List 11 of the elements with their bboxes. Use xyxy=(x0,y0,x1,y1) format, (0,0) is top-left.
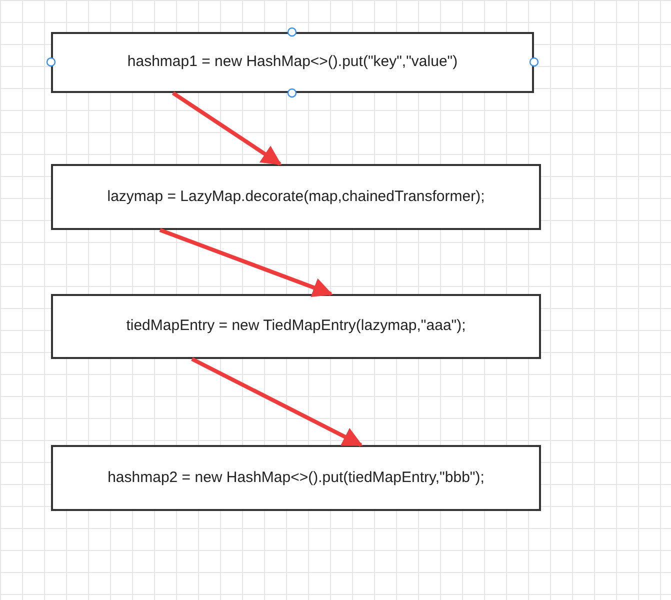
code-box xyxy=(51,32,534,93)
arrow xyxy=(191,357,363,447)
code-text: hashmap2 = new HashMap<>().put(tiedMapEntry,"bbb"); xyxy=(108,468,484,488)
code-box xyxy=(51,445,541,511)
arrow xyxy=(172,91,282,166)
code-text: lazymap = LazyMap.decorate(map,chainedTransformer); xyxy=(107,186,485,207)
arrow xyxy=(159,228,333,298)
code-text: tiedMapEntry = new TiedMapEntry(lazymap,"aaa"); xyxy=(126,316,466,336)
code-text: hashmap1 = new HashMap<>().put("key","value") xyxy=(127,52,458,72)
code-box xyxy=(51,294,541,359)
code-box xyxy=(51,164,541,230)
